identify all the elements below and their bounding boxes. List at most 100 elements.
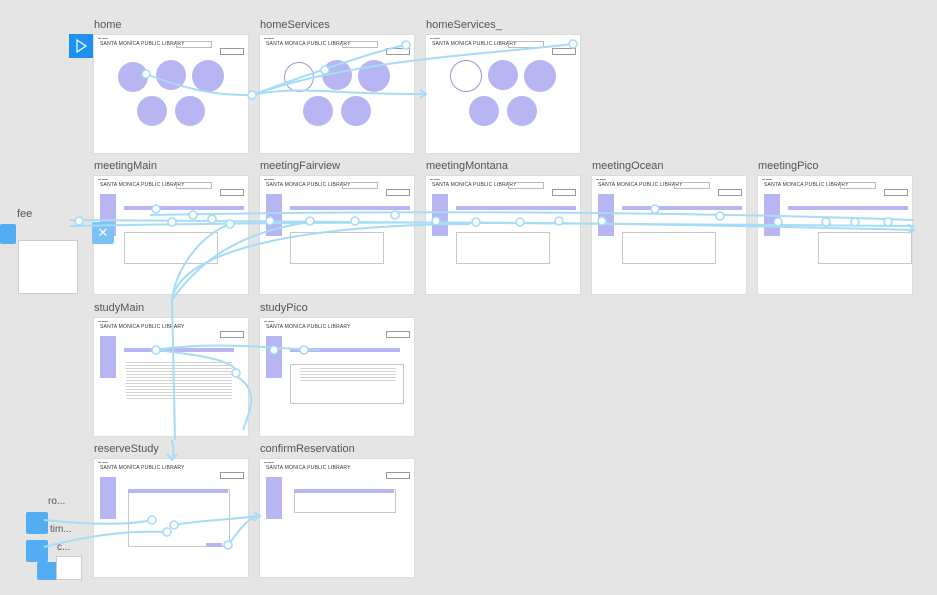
frame-label-meetingocean[interactable]: meetingOcean <box>592 160 664 172</box>
search-input <box>342 41 378 48</box>
component-icon[interactable] <box>26 512 48 534</box>
frame-meetingfairview[interactable]: ▬ ▬▬ SANTA MONICA PUBLIC LIBRARY <box>260 176 414 294</box>
play-icon <box>76 38 88 54</box>
reservation-form <box>128 489 230 547</box>
service-circle <box>175 96 205 126</box>
component-label-c[interactable]: c... <box>57 542 71 553</box>
service-circle <box>192 60 224 92</box>
frame-header-tabs: ▬ ▬▬ <box>430 177 440 181</box>
frame-header-tabs: ▬ ▬▬ <box>430 36 440 40</box>
frame-title: SANTA MONICA PUBLIC LIBRARY <box>100 324 185 330</box>
frame-homeservices[interactable]: ▬ ▬▬ SANTA MONICA PUBLIC LIBRARY <box>260 35 414 153</box>
frame-title: SANTA MONICA PUBLIC LIBRARY <box>100 182 185 188</box>
service-circle <box>341 96 371 126</box>
room-description <box>126 362 232 400</box>
sidebar-nav <box>598 194 614 236</box>
frame-home[interactable]: ▬ ▬▬ SANTA MONICA PUBLIC LIBRARY <box>94 35 248 153</box>
service-circle <box>303 96 333 126</box>
frame-studypico[interactable]: ▬ ▬▬ SANTA MONICA PUBLIC LIBRARY <box>260 318 414 436</box>
close-icon[interactable]: ✕ <box>92 222 114 244</box>
submit-button <box>206 543 222 547</box>
frame-label-meetingmontana[interactable]: meetingMontana <box>426 160 508 172</box>
service-circle <box>524 60 556 92</box>
sidebar-nav <box>100 336 116 378</box>
tab-bar <box>124 206 244 210</box>
tab-bar <box>456 206 576 210</box>
search-input <box>176 182 212 189</box>
frame-label-meetingmain[interactable]: meetingMain <box>94 160 157 172</box>
calendar-thumbnail[interactable] <box>56 556 82 580</box>
sidebar-nav <box>266 477 282 519</box>
search-input <box>342 182 378 189</box>
component-label-fee[interactable]: fee <box>17 208 33 220</box>
tab-bar <box>290 348 400 352</box>
frame-title: SANTA MONICA PUBLIC LIBRARY <box>266 324 351 330</box>
sidebar-nav <box>432 194 448 236</box>
frame-header-tabs: ▬ ▬▬ <box>98 177 108 181</box>
frame-header-tabs: ▬ ▬▬ <box>98 36 108 40</box>
component-icon[interactable] <box>26 540 48 562</box>
frame-label-homeservices-alt[interactable]: homeServices_ <box>426 19 502 31</box>
frame-header-tabs: ▬ ▬▬ <box>98 460 108 464</box>
frame-label-studypico[interactable]: studyPico <box>260 302 308 314</box>
frame-title: SANTA MONICA PUBLIC LIBRARY <box>100 465 185 471</box>
frame-label-meetingfairview[interactable]: meetingFairview <box>260 160 341 172</box>
frame-label-studymain[interactable]: studyMain <box>94 302 145 314</box>
search-input <box>176 41 212 48</box>
header-button <box>386 331 410 338</box>
frame-label-home[interactable]: home <box>94 19 122 31</box>
search-input <box>508 182 544 189</box>
component-icon[interactable] <box>37 562 57 580</box>
frame-header-tabs: ▬ ▬▬ <box>98 319 108 323</box>
frame-header-tabs: ▬ ▬▬ <box>264 177 274 181</box>
sidebar-nav <box>100 477 116 519</box>
header-button <box>552 189 576 196</box>
service-circle <box>137 96 167 126</box>
search-input <box>508 41 544 48</box>
frame-meetingmain[interactable]: ▬ ▬▬ SANTA MONICA PUBLIC LIBRARY <box>94 176 248 294</box>
service-circle <box>118 62 148 92</box>
frame-label-confirmreservation[interactable]: confirmReservation <box>260 443 355 455</box>
frame-meetingmontana[interactable]: ▬ ▬▬ SANTA MONICA PUBLIC LIBRARY <box>426 176 580 294</box>
fee-document-thumbnail[interactable] <box>18 240 78 294</box>
link-hotspot <box>247 90 257 100</box>
frame-header-tabs: ▬ ▬▬ <box>264 319 274 323</box>
frame-confirmreservation[interactable]: ▬ ▬▬ SANTA MONICA PUBLIC LIBRARY <box>260 459 414 577</box>
frame-meetingpico[interactable]: ▬ ▬▬ SANTA MONICA PUBLIC LIBRARY <box>758 176 912 294</box>
header-button <box>552 48 576 55</box>
frame-header-tabs: ▬ ▬▬ <box>596 177 606 181</box>
search-input <box>840 182 876 189</box>
sidebar-nav <box>764 194 780 236</box>
form-header <box>128 489 228 493</box>
header-button <box>220 472 244 479</box>
present-button[interactable] <box>69 34 93 58</box>
frame-label-meetingpico[interactable]: meetingPico <box>758 160 819 172</box>
component-icon[interactable] <box>0 224 16 244</box>
frame-meetingocean[interactable]: ▬ ▬▬ SANTA MONICA PUBLIC LIBRARY <box>592 176 746 294</box>
service-circle <box>322 60 352 90</box>
header-button <box>386 472 410 479</box>
header-button <box>386 48 410 55</box>
service-circle <box>469 96 499 126</box>
component-label-tim[interactable]: tim... <box>50 524 72 535</box>
room-description <box>300 368 396 382</box>
frame-title: SANTA MONICA PUBLIC LIBRARY <box>100 41 185 47</box>
sidebar-nav <box>266 194 282 236</box>
search-input <box>674 182 710 189</box>
room-table <box>818 232 912 264</box>
frame-label-reservestudy[interactable]: reserveStudy <box>94 443 159 455</box>
frame-reservestudy[interactable]: ▬ ▬▬ SANTA MONICA PUBLIC LIBRARY <box>94 459 248 577</box>
frame-studymain[interactable]: ▬ ▬▬ SANTA MONICA PUBLIC LIBRARY <box>94 318 248 436</box>
frame-homeservices-alt[interactable]: ▬ ▬▬ SANTA MONICA PUBLIC LIBRARY <box>426 35 580 153</box>
header-button <box>386 189 410 196</box>
frame-title: SANTA MONICA PUBLIC LIBRARY <box>432 41 517 47</box>
frame-header-tabs: ▬ ▬▬ <box>264 460 274 464</box>
frame-label-homeservices[interactable]: homeServices <box>260 19 330 31</box>
component-label-ro[interactable]: ro... <box>48 496 66 507</box>
frame-title: SANTA MONICA PUBLIC LIBRARY <box>764 182 849 188</box>
header-button <box>220 48 244 55</box>
frame-header-tabs: ▬ ▬▬ <box>762 177 772 181</box>
frame-header-tabs: ▬ ▬▬ <box>264 36 274 40</box>
room-table <box>124 232 218 264</box>
